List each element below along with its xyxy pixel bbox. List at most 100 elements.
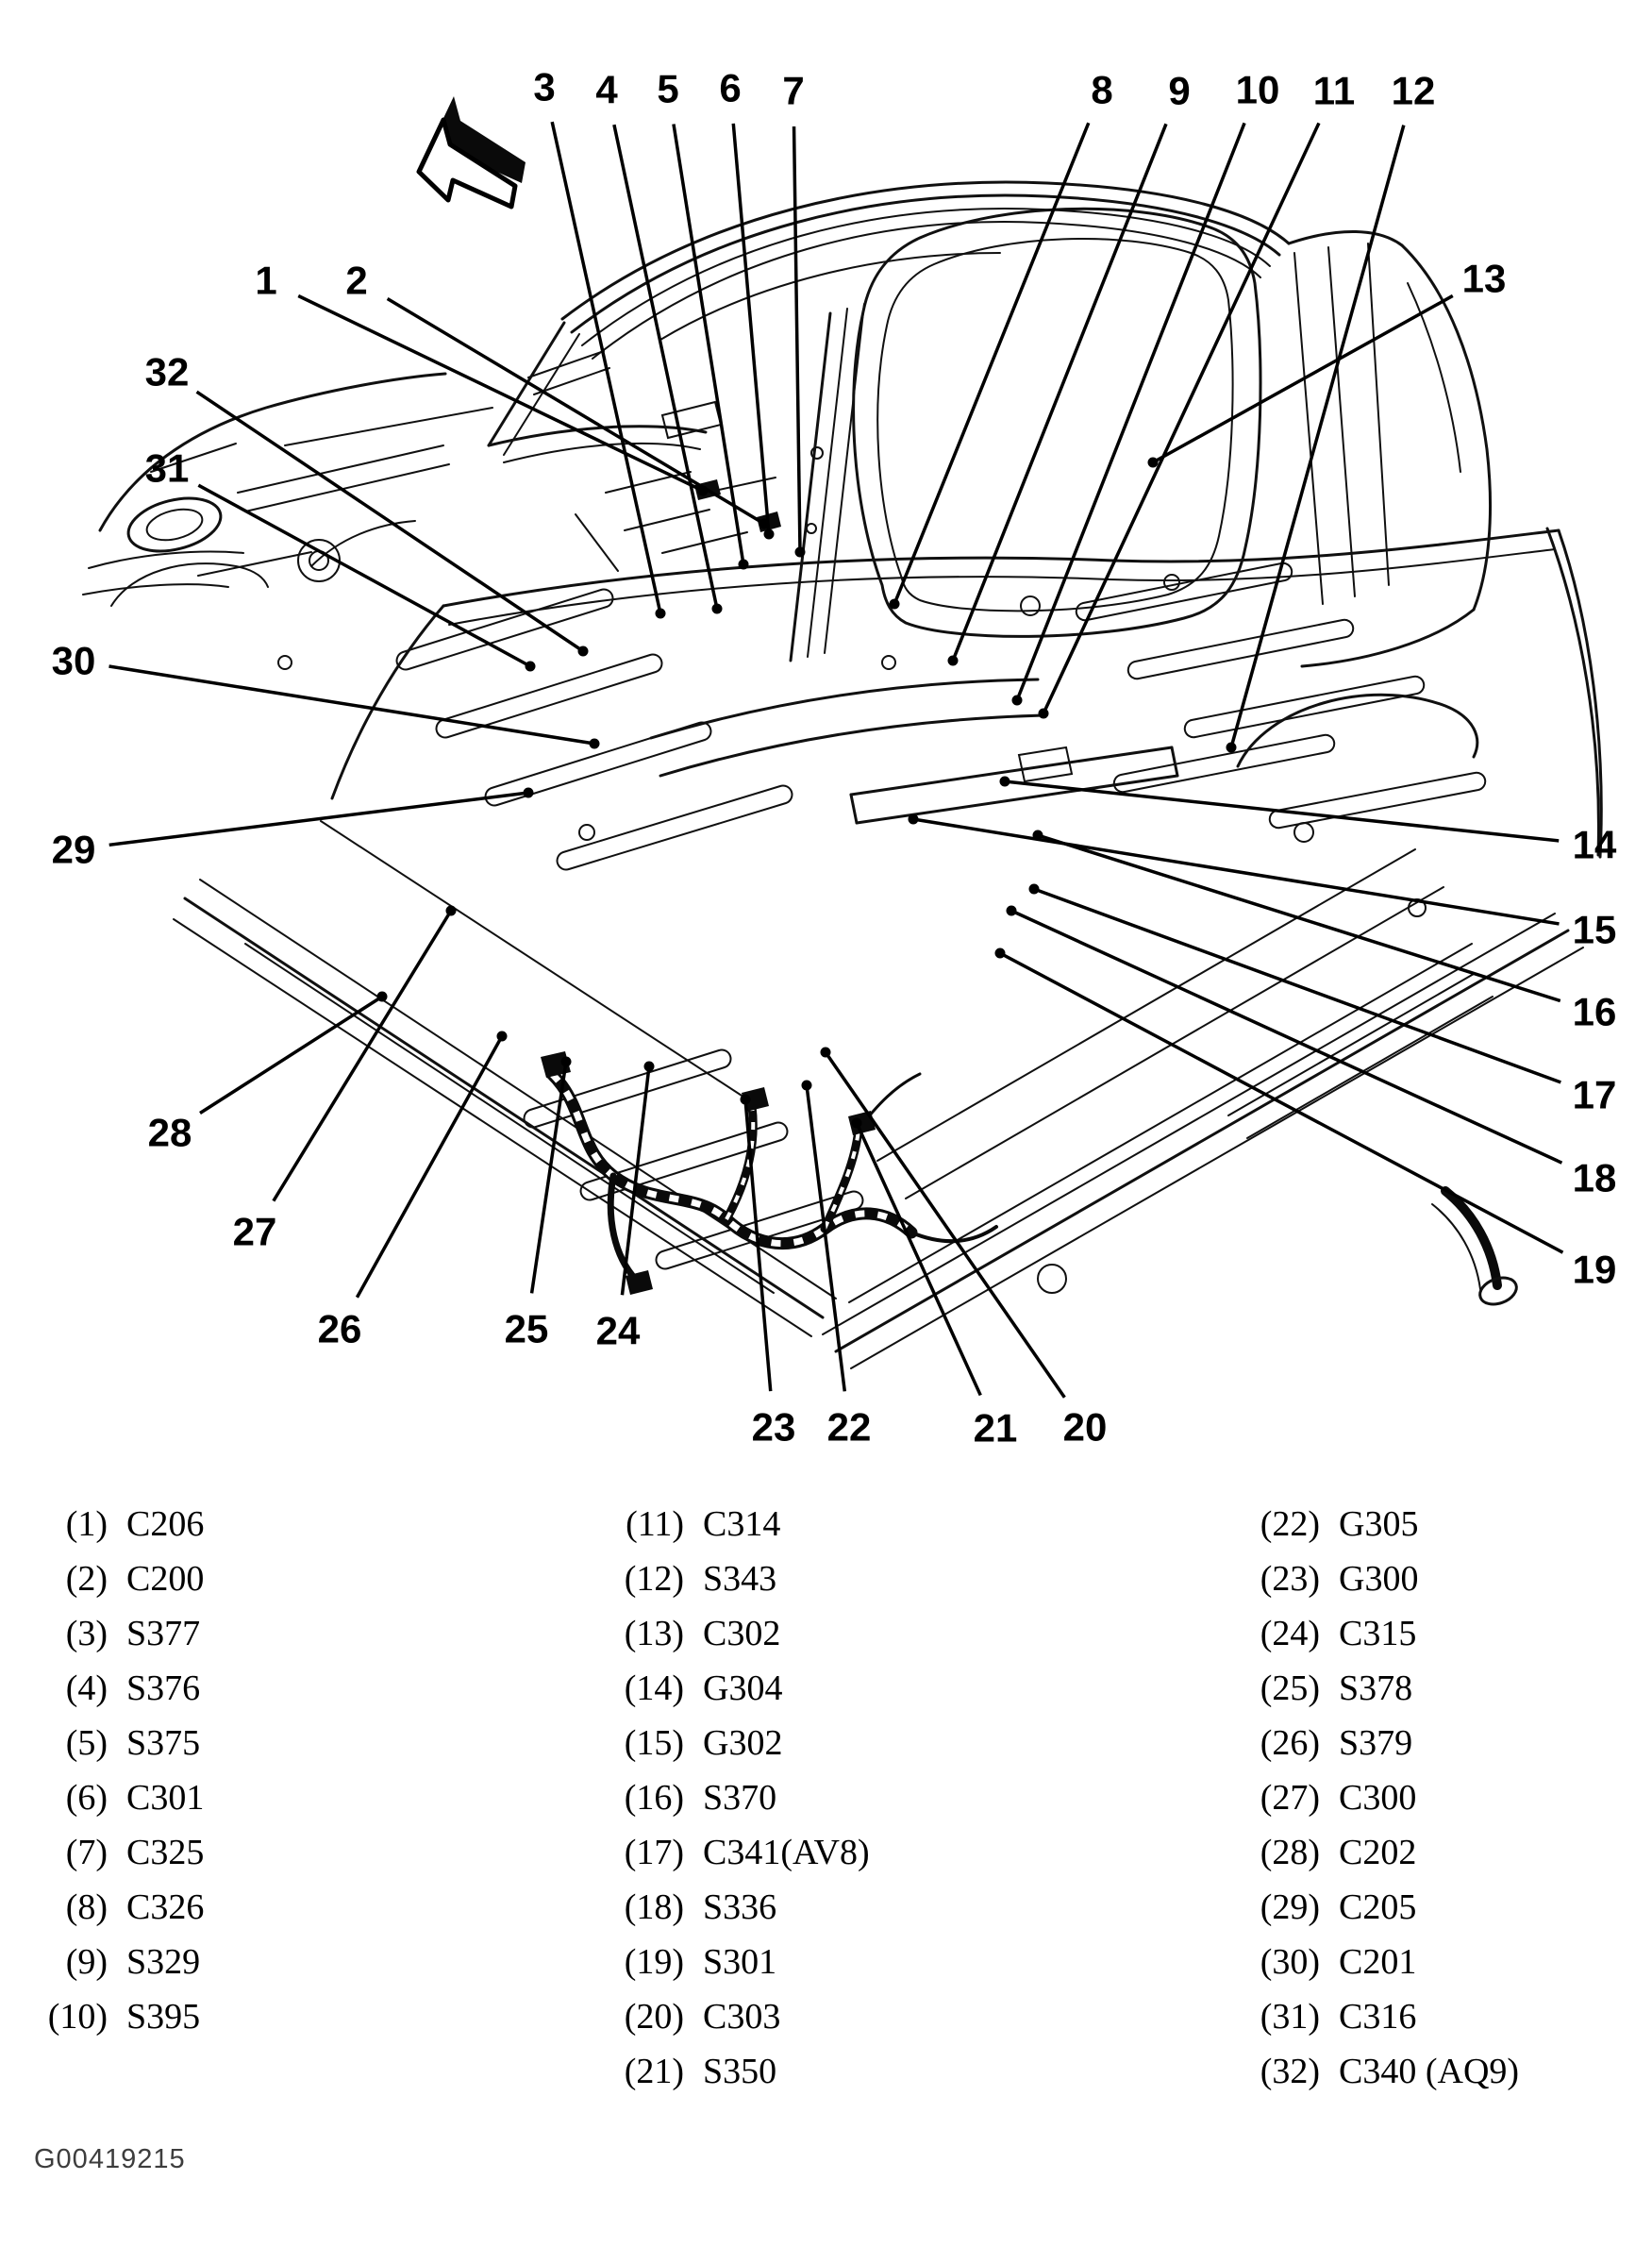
callout-number: 19 bbox=[1573, 1248, 1617, 1292]
callout-leader-line bbox=[1010, 909, 1563, 1165]
callout-number: 3 bbox=[533, 65, 555, 109]
legend-item-code: S336 bbox=[703, 1887, 777, 1927]
legend-column-1: (1)C206(2)C200(3)S377(4)S376(5)S375(6)C3… bbox=[34, 1497, 205, 2044]
callout-12: 12 bbox=[1226, 69, 1436, 753]
legend-item-index: (6) bbox=[65, 1778, 108, 1818]
callout-5: 5 bbox=[657, 67, 749, 570]
legend-item-code: C205 bbox=[1339, 1887, 1417, 1927]
connector-dot bbox=[1006, 905, 1017, 916]
legend-item: (12)S343 bbox=[610, 1551, 870, 1606]
legend-item: (32)C340 (AQ9) bbox=[1246, 2044, 1519, 2099]
connector-dot bbox=[738, 559, 749, 570]
legend-item-index: (5) bbox=[65, 1723, 108, 1763]
legend-item: (16)S370 bbox=[610, 1770, 870, 1825]
callout-leader-line bbox=[743, 1098, 773, 1392]
connector-dot bbox=[1038, 708, 1049, 719]
callout-16: 16 bbox=[1032, 830, 1617, 1034]
figure-id: G00419215 bbox=[34, 2144, 186, 2174]
callout-27: 27 bbox=[233, 905, 457, 1254]
callout-4: 4 bbox=[595, 68, 723, 614]
legend-item-index: (23) bbox=[1260, 1559, 1320, 1599]
callout-28: 28 bbox=[148, 991, 388, 1155]
callout-number: 15 bbox=[1573, 908, 1617, 952]
callout-leader-line bbox=[1229, 125, 1406, 748]
callout-leader-line bbox=[386, 296, 765, 526]
callout-17: 17 bbox=[1028, 883, 1616, 1117]
legend-item-index: (31) bbox=[1260, 1997, 1320, 2037]
legend-item-index: (3) bbox=[65, 1614, 108, 1653]
legend-item: (3)S377 bbox=[34, 1606, 204, 1661]
connector-dot bbox=[577, 646, 589, 657]
legend-item-index: (8) bbox=[65, 1887, 108, 1927]
connector-dot bbox=[655, 608, 666, 619]
legend-item-code: C300 bbox=[1339, 1778, 1417, 1818]
legend-item-code: S350 bbox=[703, 2052, 777, 2091]
connector-dot bbox=[1147, 457, 1159, 468]
callout-29: 29 bbox=[52, 787, 534, 872]
legend-item-index: (22) bbox=[1260, 1504, 1320, 1544]
legend-item-code: G305 bbox=[1339, 1504, 1419, 1544]
connector-dot bbox=[801, 1080, 812, 1091]
legend-item: (24)C315 bbox=[1246, 1606, 1519, 1661]
legend-item-index: (12) bbox=[624, 1559, 684, 1599]
callout-32: 32 bbox=[145, 350, 589, 657]
legend-item: (2)C200 bbox=[34, 1551, 205, 1606]
callout-leader-line bbox=[912, 817, 1560, 926]
callout-leader-line bbox=[731, 123, 771, 535]
legend-item: (10)S395 bbox=[34, 1989, 204, 2044]
callout-21: 21 bbox=[851, 1117, 1018, 1450]
callout-leader-line bbox=[1033, 887, 1561, 1084]
connector-dot bbox=[1028, 883, 1040, 895]
connector-dot bbox=[643, 1061, 655, 1072]
legend-item-index: (25) bbox=[1260, 1668, 1320, 1708]
callout-number: 27 bbox=[233, 1210, 277, 1254]
callout-leader-line bbox=[620, 1065, 651, 1296]
legend-item-index: (19) bbox=[624, 1942, 684, 1982]
callout-15: 15 bbox=[908, 813, 1617, 952]
callout-leader-line bbox=[805, 1084, 847, 1392]
callout-13: 13 bbox=[1147, 257, 1506, 468]
callout-number: 14 bbox=[1573, 823, 1617, 867]
legend-item-index: (1) bbox=[65, 1504, 108, 1544]
connector-dot bbox=[525, 661, 536, 672]
legend-item: (15)G302 bbox=[610, 1716, 870, 1770]
legend-item: (11)C314 bbox=[610, 1497, 870, 1551]
callout-leader-line bbox=[529, 1061, 568, 1294]
legend-item-index: (4) bbox=[65, 1668, 108, 1708]
callout-number: 20 bbox=[1063, 1405, 1108, 1450]
legend-item-code: C206 bbox=[126, 1504, 205, 1544]
legend-item-index: (17) bbox=[624, 1833, 684, 1872]
callout-leader-line bbox=[893, 122, 1091, 605]
callout-1: 1 bbox=[255, 259, 709, 496]
connector-dot bbox=[560, 1056, 572, 1067]
callout-number: 12 bbox=[1392, 69, 1436, 113]
callout-leader-line bbox=[1004, 780, 1560, 843]
legend-item-index: (24) bbox=[1260, 1614, 1320, 1653]
legend-item-code: G302 bbox=[703, 1723, 783, 1763]
callout-number: 29 bbox=[52, 828, 96, 872]
callout-number: 25 bbox=[505, 1307, 549, 1351]
callout-leader-line bbox=[355, 1035, 504, 1299]
legend-item-index: (26) bbox=[1260, 1723, 1320, 1763]
legend-item: (17)C341(AV8) bbox=[610, 1825, 870, 1880]
callout-2: 2 bbox=[345, 259, 770, 529]
callout-number: 26 bbox=[318, 1307, 362, 1351]
callout-leader-line bbox=[1152, 293, 1454, 464]
callout-number: 22 bbox=[827, 1405, 872, 1450]
legend-item: (25)S378 bbox=[1246, 1661, 1519, 1716]
callout-number: 16 bbox=[1573, 990, 1617, 1034]
legend-item-code: C302 bbox=[703, 1614, 781, 1653]
connector-dot bbox=[589, 738, 600, 749]
legend-item: (30)C201 bbox=[1246, 1935, 1519, 1989]
callout-number: 9 bbox=[1168, 69, 1190, 113]
legend-item: (31)C316 bbox=[1246, 1989, 1519, 2044]
callout-number: 10 bbox=[1236, 68, 1280, 112]
connector-dot bbox=[999, 776, 1010, 787]
legend-item-code: S375 bbox=[126, 1723, 201, 1763]
callout-number: 21 bbox=[974, 1406, 1018, 1450]
connector-dot bbox=[496, 1031, 508, 1042]
callout-leader-line bbox=[550, 121, 662, 614]
callout-20: 20 bbox=[820, 1047, 1108, 1450]
